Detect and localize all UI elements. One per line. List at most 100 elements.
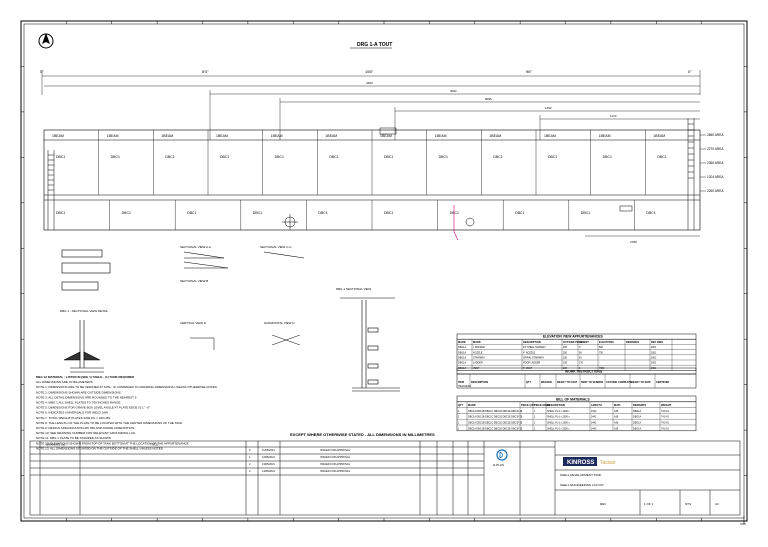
plate-label-mid: DBC1 bbox=[439, 155, 448, 159]
table-cell: 1 bbox=[534, 410, 536, 413]
table-header: DESCRIPTION bbox=[547, 403, 565, 407]
table-cell: DBG1A bbox=[458, 346, 467, 349]
plate-label-mid: DBC1 bbox=[56, 155, 65, 159]
table-cell: SHELL PL 6 x 2000 x bbox=[547, 416, 570, 419]
plate-label-top: 1BEAM bbox=[653, 134, 665, 138]
table-cell: 2442 bbox=[591, 410, 597, 413]
callout-label: 2270 AREA bbox=[707, 147, 724, 151]
plate-label-top: 1BEAM bbox=[271, 134, 283, 138]
dim-overall: 4400 bbox=[366, 81, 373, 85]
label-view-c: SECTIONAL VIEW C-C bbox=[260, 245, 292, 249]
table-cell: 1 bbox=[458, 410, 460, 413]
table-cell: 2442 bbox=[591, 427, 597, 430]
rev-description: ISSUED FOR APPROVAL bbox=[320, 462, 351, 466]
plate-label-bot: DBC1 bbox=[122, 211, 131, 215]
table-header: PIECE MARK bbox=[534, 403, 550, 407]
table-cell: DBC1A DBC1B DBC1C DBC1D DBC1E DBC1F D bbox=[468, 422, 522, 425]
work-header: SENT TO VENDOR bbox=[581, 381, 603, 384]
rev-label: REV bbox=[600, 502, 606, 506]
table-cell: 0 bbox=[579, 346, 581, 349]
plate-label-top: 1BEAM bbox=[599, 134, 611, 138]
table-title: ELEVATION VIEW APPURTENANCES bbox=[543, 335, 604, 339]
table-cell: SHELL PL 6 x 2000 x bbox=[547, 422, 570, 425]
rev-description: ISSUED FOR APPROVAL bbox=[320, 448, 351, 452]
table-header: MARK bbox=[468, 403, 476, 407]
work-header: READY TO COAT bbox=[557, 381, 578, 384]
table-cell: STAIRWAY bbox=[473, 357, 485, 360]
table-header: ORIENT bbox=[579, 340, 589, 344]
callout-label: 1204 AREA bbox=[707, 175, 724, 179]
shell-openings bbox=[282, 127, 633, 230]
rev-date: 12/05/2021 bbox=[262, 455, 276, 459]
weld-detail bbox=[63, 320, 104, 373]
dimension-lines bbox=[41, 70, 701, 140]
work-header: READY TO SHIP bbox=[631, 381, 651, 384]
table-header: ELEVATION bbox=[599, 340, 614, 344]
table-cell: DBC1A DBC1B DBC1C DBC1D DBC1E DBC1F D bbox=[468, 427, 522, 430]
note-line: DBG 1A MATERIAL : LISTED IN (SEE 1) TABL… bbox=[36, 375, 135, 379]
table-cell: 1 bbox=[458, 427, 460, 430]
work-header: DESCRIPTION bbox=[471, 381, 488, 384]
table-cell: 150 bbox=[563, 362, 568, 365]
scale: NTS bbox=[685, 502, 691, 506]
section-views bbox=[61, 249, 305, 291]
table-cell: - bbox=[599, 357, 600, 360]
plate-label-mid: DBC1 bbox=[329, 155, 338, 159]
work-header: ITEM bbox=[458, 381, 464, 384]
plate-label-mid: DBC1 bbox=[111, 155, 120, 159]
rev-number: 2 bbox=[249, 462, 251, 466]
note-line: NOTE 10: SEE DRAWING NUMBER FOR RELEVANT… bbox=[36, 431, 136, 435]
dim-top-right: 0" bbox=[688, 69, 692, 74]
ref-header: DRAWING No. bbox=[46, 443, 66, 447]
table-cell: 2442 bbox=[591, 422, 597, 425]
table-cell: 2001 bbox=[651, 357, 657, 360]
rev-number: 0 bbox=[249, 448, 251, 452]
table-header: LENGTH bbox=[591, 403, 602, 407]
table-cell: 2001 bbox=[651, 362, 657, 365]
company-name: KINROSS bbox=[567, 460, 594, 466]
table-header: MARK bbox=[473, 340, 481, 344]
plate-label-bot: DBC1 bbox=[187, 211, 196, 215]
table-header: DESCRIPTION bbox=[523, 340, 541, 344]
table-cell: SPIRAL STAIRWAY bbox=[523, 357, 544, 360]
table-cell: DBG1A bbox=[633, 422, 642, 425]
ref-title: TITLE bbox=[150, 443, 158, 447]
plate-label-mid: DBC1 bbox=[384, 155, 393, 159]
table-cell: DBG1A bbox=[458, 367, 467, 370]
plate-label-mid: DBC1 bbox=[220, 155, 229, 159]
dim-d2: 3062 bbox=[450, 89, 457, 93]
rev-description: ISSUED FOR APPROVAL bbox=[320, 469, 351, 473]
table-cell: 4" NOZZLE bbox=[523, 351, 536, 354]
table-cell: 400 bbox=[563, 346, 568, 349]
plate-label-mid: DBC1 bbox=[165, 155, 174, 159]
table-cell: VENT bbox=[473, 367, 480, 370]
plate-label-mid: DBC1 bbox=[603, 155, 612, 159]
label-detail-vert: VERTICAL VIEW D bbox=[180, 321, 207, 325]
table-cell: 741 KG bbox=[661, 422, 669, 425]
table-cell: 741 KG bbox=[661, 410, 669, 413]
plate-label-bot: DBC1 bbox=[384, 211, 393, 215]
note-line: NOTE 5: DIMENSIONS FOR GRAVE BOX LEVEL A… bbox=[36, 406, 150, 410]
rev-number: 3 bbox=[249, 469, 251, 473]
note-line: NOTE 6: INDICATES UNIVERSALS FOR WELD JA… bbox=[36, 411, 108, 415]
note-line: NOTE 2: DIMENSIONS SHOWN ARE OUTSIDE DIM… bbox=[36, 390, 122, 394]
plate-label-top: 1BEAM bbox=[325, 134, 337, 138]
work-header: COATING COMPLETE bbox=[606, 381, 632, 384]
plate-label-mid: DBC1 bbox=[548, 155, 557, 159]
table-cell: 1 bbox=[521, 416, 523, 419]
plate-label-bot: DBC1 bbox=[253, 211, 262, 215]
table-cell: 1 bbox=[458, 416, 460, 419]
table-cell: LADDER bbox=[473, 362, 483, 365]
table-cell: SHELL PL 6 x 2000 x bbox=[547, 410, 570, 413]
note-line: NOTE 1: DIMENSIONS ARE TO BE VERIFIED AT… bbox=[36, 385, 218, 389]
sheet-size: A3 bbox=[715, 502, 719, 506]
plate-label-bot: DBC1 bbox=[56, 211, 65, 215]
table-cell: 2001 bbox=[651, 367, 657, 370]
work-header: WELDED bbox=[541, 381, 552, 384]
work-row-label: ITEM DESC bbox=[458, 385, 471, 388]
callout-label: 2260 AREA bbox=[707, 189, 724, 193]
